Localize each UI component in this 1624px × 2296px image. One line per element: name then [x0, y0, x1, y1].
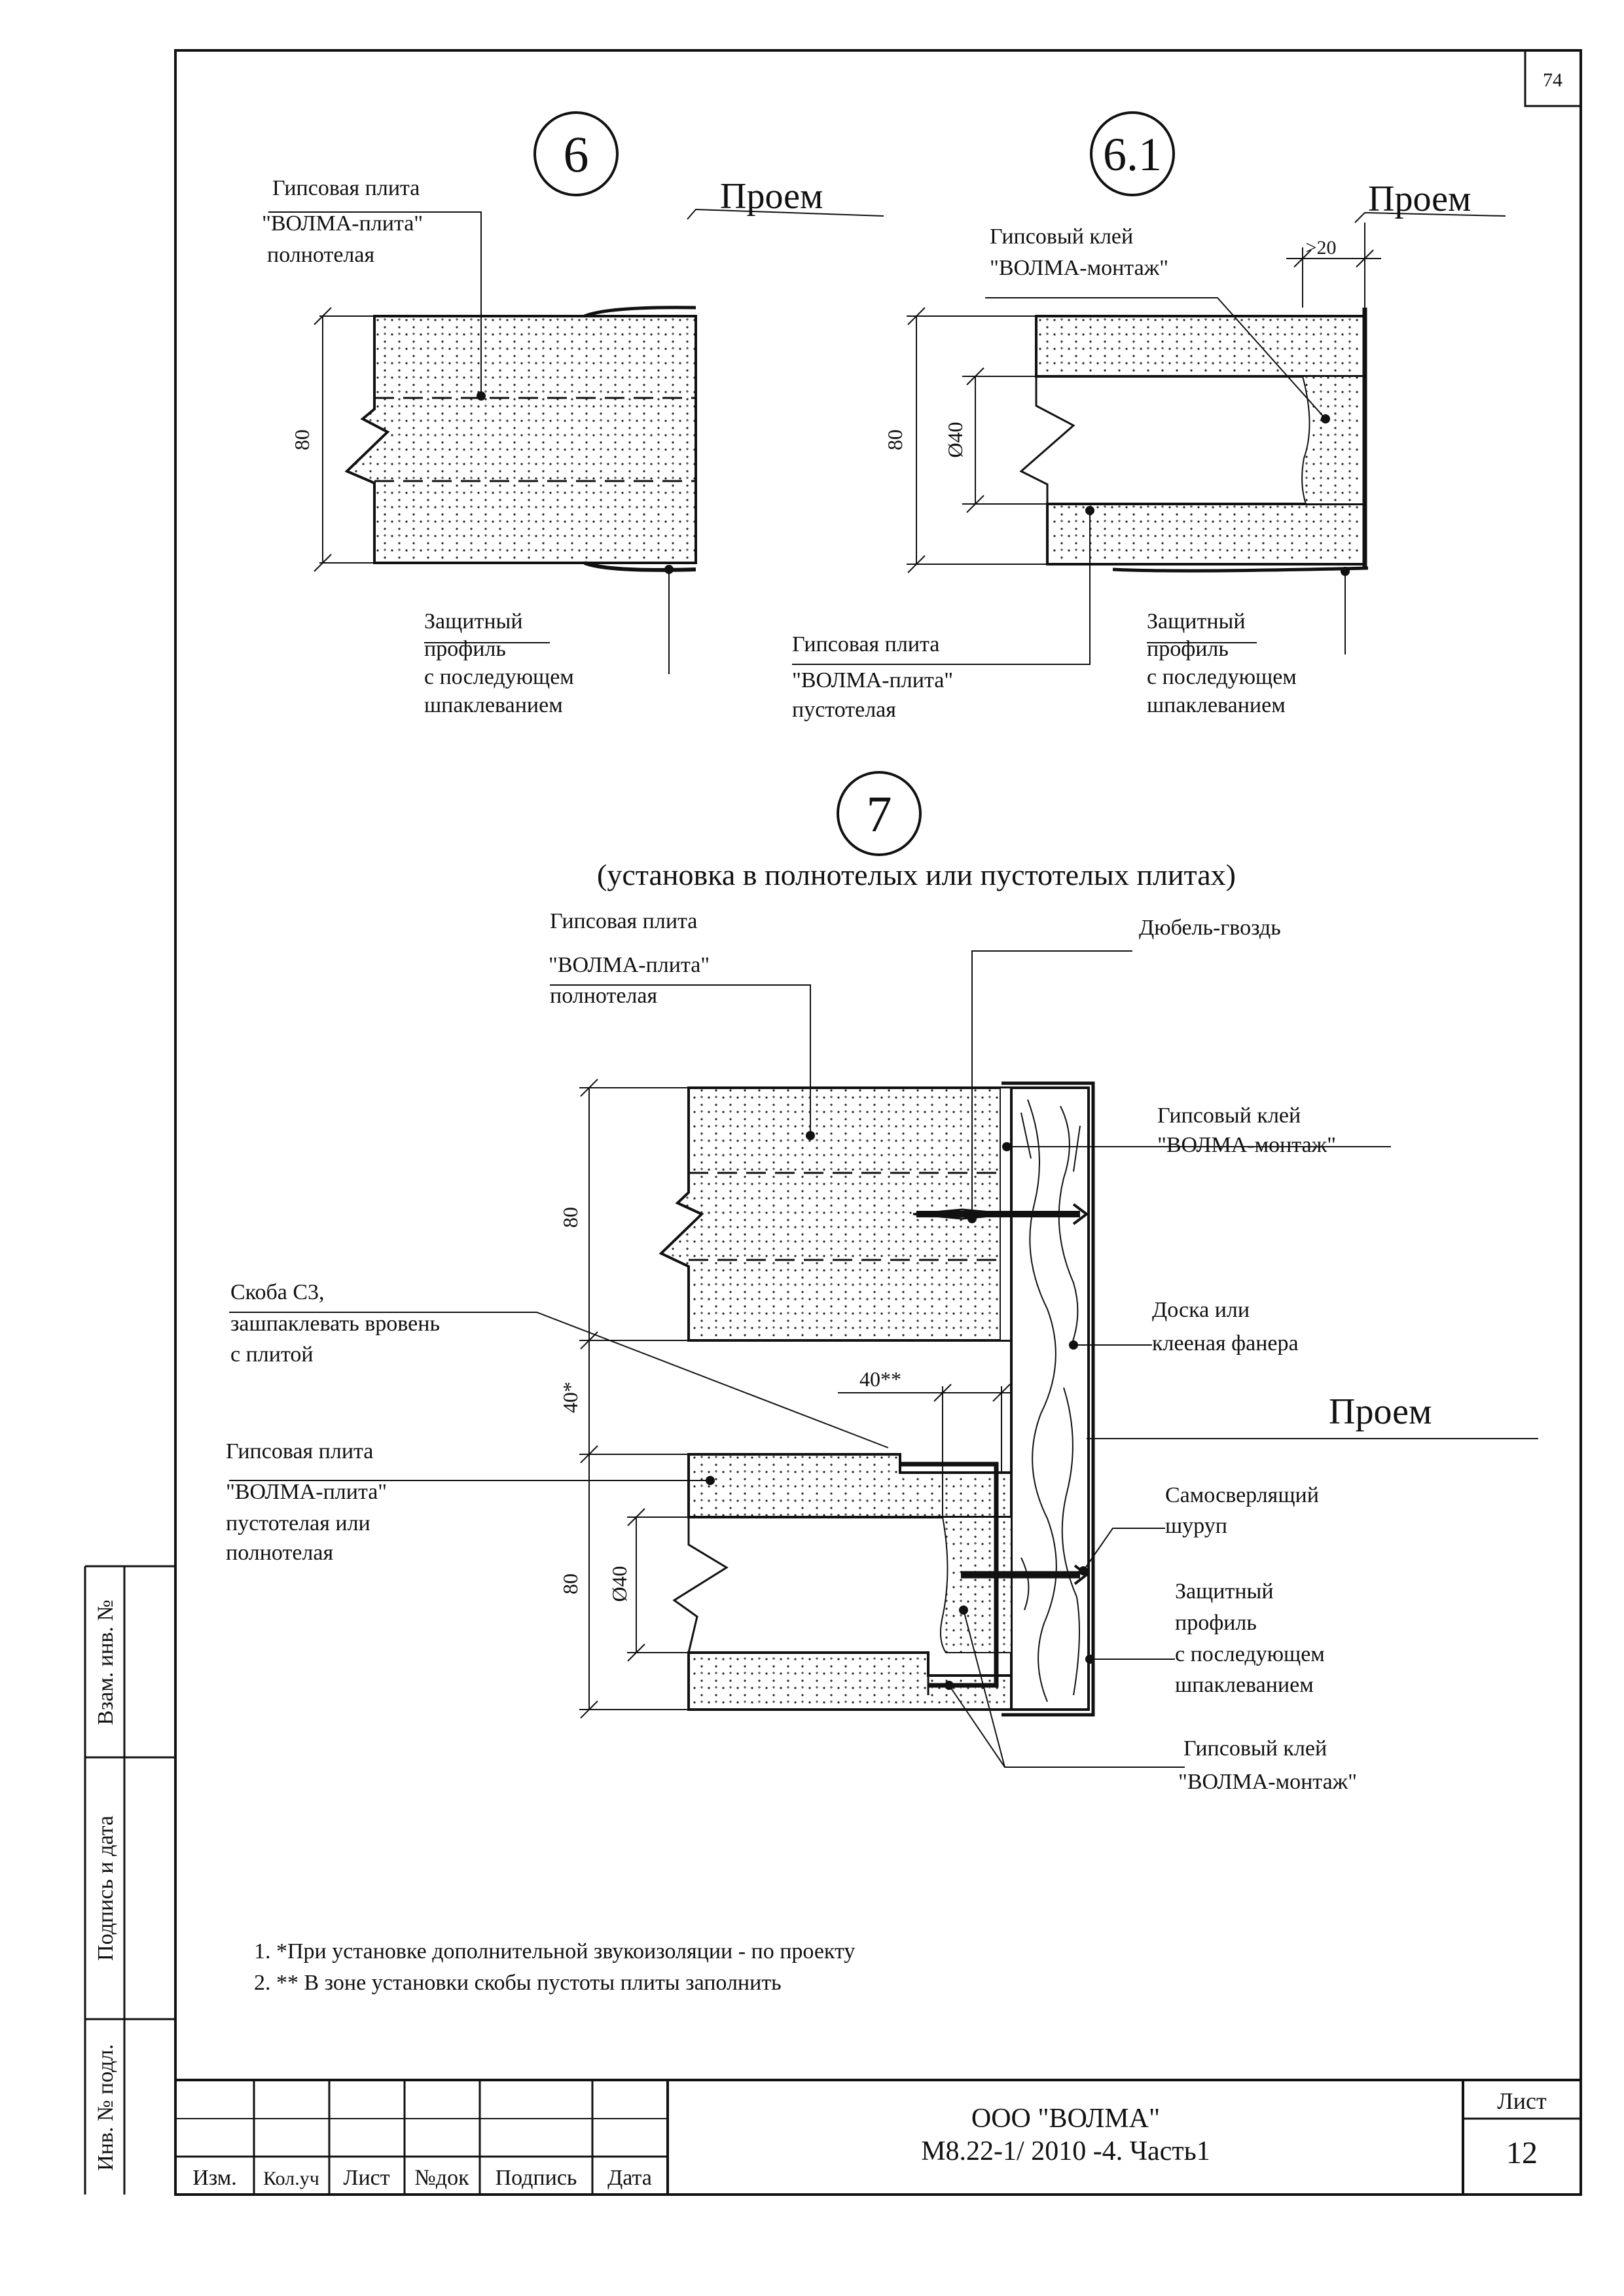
detail-7: 7 (установка в полнотелых или пустотелых… [226, 771, 1538, 1794]
detail-6-1-dim-40: Ø40 [943, 422, 967, 457]
detail-6-profile-line2: профиль [424, 637, 506, 661]
detail-7-dim-80-bot: 80 [558, 1573, 582, 1594]
detail-6-1-slab-line1: Гипсовая плита [792, 632, 939, 656]
detail-6-1-dim-80: 80 [883, 429, 907, 450]
detail-6-slab [344, 315, 697, 564]
notes: 1. *При установке дополнительной звукоиз… [254, 1939, 855, 1995]
detail-7-dowel-nail [912, 1203, 1089, 1225]
tb-header-date: Дата [607, 2166, 652, 2190]
detail-6-1-void-fill [1301, 376, 1365, 505]
title-block: Изм. Кол.уч Лист №док Подпись Дата ООО "… [192, 2088, 1547, 2190]
detail-7-dim-40s: 40* [558, 1382, 582, 1413]
detail-7-slab-top-line3: полнотелая [550, 984, 657, 1008]
side-stamp: Взам. инв. № Подпись и дата Инв. № подл. [94, 1600, 118, 2171]
detail-6-dim-80: 80 [290, 429, 314, 450]
detail-6-slab-line1: Гипсовая плита [272, 176, 420, 200]
detail-7-bracket-line2: зашпаклевать вровень [230, 1312, 440, 1336]
detail-6-opening: Проем [720, 176, 823, 217]
detail-6-profile-line1: Защитный [424, 609, 523, 634]
detail-7-profile-line2: профиль [1175, 1611, 1257, 1635]
detail-7-screw-line1: Самосверлящий [1165, 1483, 1319, 1507]
tb-sheet-label: Лист [1497, 2088, 1547, 2114]
detail-7-bracket-line3: с плитой [230, 1342, 314, 1367]
detail-7-profile-line1: Защитный [1175, 1579, 1274, 1604]
tb-sheet-number: 12 [1506, 2136, 1538, 2170]
detail-6-profile-line4: шпаклеванием [424, 693, 563, 717]
detail-7-slab-bot-line4: полнотелая [226, 1541, 333, 1565]
detail-6-1-marker-circle [1090, 111, 1175, 196]
detail-6-1-marker: 6.1 [1103, 128, 1162, 181]
detail-7-glue-bot-line2: "ВОЛМА-монтаж" [1178, 1770, 1357, 1794]
detail-7-glue-bot-line1: Гипсовый клей [1183, 1736, 1327, 1761]
detail-7-slab-top-line2: "ВОЛМА-плита" [549, 953, 710, 977]
detail-7-slab-top-line1: Гипсовая плита [550, 909, 697, 933]
detail-6-1-slab-top [1035, 315, 1366, 378]
detail-7-dowel: Дюбель-гвоздь [1139, 916, 1281, 940]
detail-6-slab-line2: "ВОЛМА-плита" [262, 211, 423, 236]
note-1: 1. *При установке дополнительной звукоиз… [254, 1939, 855, 1964]
detail-6-1: 6.1 [792, 111, 1506, 722]
tb-header-qty: Кол.уч [263, 2168, 319, 2189]
detail-7-board [1010, 1086, 1090, 1711]
detail-7-marker: 7 [867, 785, 892, 842]
detail-6-marker: 6 [564, 126, 589, 183]
detail-7-board-line2: клееная фанера [1152, 1331, 1299, 1355]
detail-6-1-slab-line3: пустотелая [792, 698, 896, 722]
detail-6-1-glue-line2: "ВОЛМА-монтаж" [990, 256, 1168, 280]
detail-7-screw-line2: шуруп [1165, 1514, 1227, 1538]
detail-6-marker-circle [533, 111, 619, 196]
detail-6-1-profile-line3: с последующем [1147, 665, 1297, 689]
detail-7-slab-bot-line3: пустотелая или [226, 1511, 370, 1535]
detail-7-dim-80-top: 80 [558, 1207, 582, 1228]
detail-7-slab-bot-line1: Гипсовая плита [226, 1439, 373, 1463]
detail-7-marker-circle [837, 771, 922, 856]
detail-7-glue-top-line1: Гипсовый клей [1157, 1103, 1301, 1128]
tb-header-sheet: Лист [343, 2166, 389, 2190]
detail-6-1-profile-line2: профиль [1147, 637, 1229, 661]
tb-company: ООО "ВОЛМА" [971, 2104, 1160, 2134]
detail-6: 6 80 Проем Гипсовая плита "ВОЛМА-плита" … [262, 111, 884, 717]
side-stamp-replaced: Взам. инв. № [94, 1600, 118, 1725]
detail-7-dim-40ss: 40** [859, 1367, 901, 1391]
detail-6-1-opening: Проем [1368, 179, 1471, 219]
detail-6-1-profile-line1: Защитный [1147, 609, 1246, 634]
tb-doc-code: М8.22-1/ 2010 -4. Часть1 [921, 2136, 1210, 2166]
detail-6-1-slab-line2: "ВОЛМА-плита" [792, 668, 953, 692]
detail-6-1-slab-bottom [1046, 503, 1366, 565]
tb-header-rev: Изм. [192, 2166, 237, 2190]
detail-7-slab-bot-line2: "ВОЛМА-плита" [226, 1480, 387, 1504]
detail-6-slab-line3: полнотелая [267, 243, 374, 267]
detail-7-opening: Проем [1329, 1391, 1432, 1432]
detail-7-glue-top-line2: "ВОЛМА-монтаж" [1157, 1133, 1336, 1157]
detail-7-board-line1: Доска или [1152, 1298, 1250, 1322]
detail-7-profile-line4: шпаклеванием [1175, 1673, 1314, 1697]
detail-6-1-glue-line1: Гипсовый клей [990, 224, 1133, 249]
detail-7-dim-40-bot: Ø40 [607, 1566, 631, 1602]
tb-header-docno: №док [414, 2166, 469, 2190]
detail-7-slab-bottom-lower [687, 1651, 1013, 1711]
detail-6-profile-line3: с последующем [424, 665, 574, 689]
side-stamp-inventory: Инв. № подл. [94, 2044, 118, 2171]
page-number: 74 [1543, 69, 1562, 91]
note-2: 2. ** В зоне установки скобы пустоты пли… [254, 1971, 782, 1995]
detail-7-bracket-line1: Скоба С3, [230, 1280, 325, 1304]
detail-7-screw [961, 1564, 1089, 1585]
sheet-frame [84, 49, 1582, 2196]
side-stamp-signature: Подпись и дата [94, 1816, 118, 1961]
detail-6-1-dim-20: >20 [1306, 237, 1337, 259]
detail-7-profile-line3: с последующем [1175, 1642, 1325, 1666]
detail-7-subtitle: (установка в полнотелых или пустотелых п… [597, 858, 1236, 891]
detail-6-1-profile-line4: шпаклеванием [1147, 693, 1286, 717]
tb-header-signature: Подпись [496, 2166, 577, 2190]
